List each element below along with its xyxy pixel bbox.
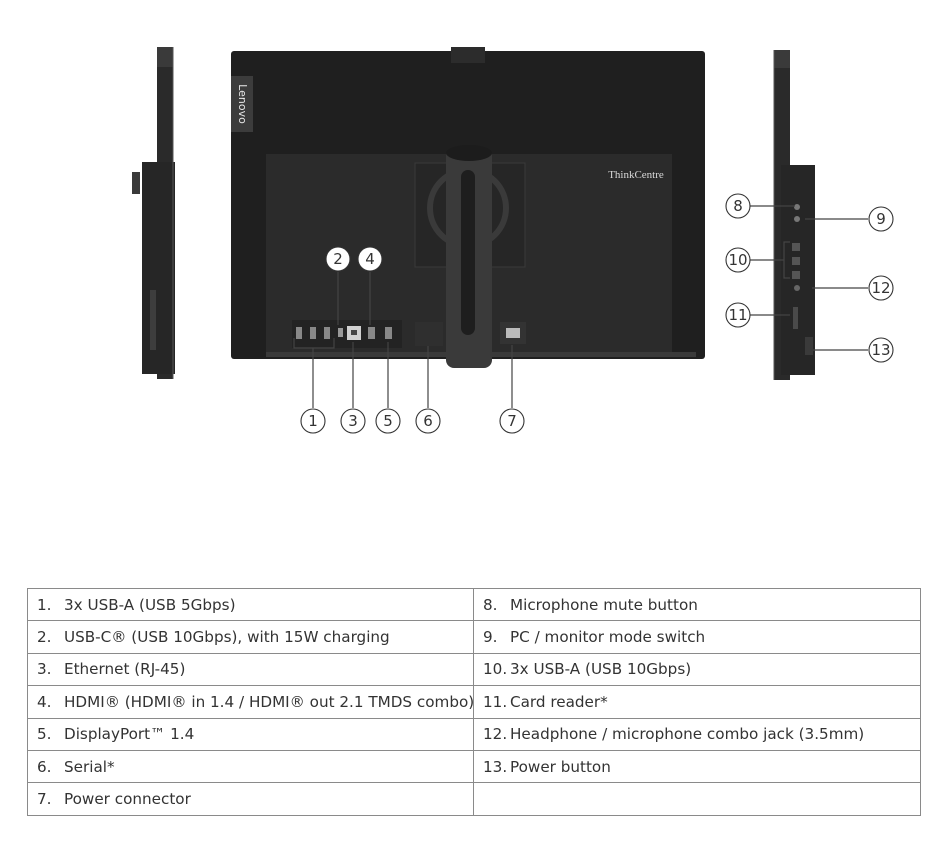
svg-text:12: 12 [871, 279, 890, 297]
svg-text:13: 13 [871, 341, 890, 359]
item-label: Headphone / microphone combo jack (3.5mm… [510, 725, 865, 744]
table-cell: 11.Card reader* [473, 685, 921, 719]
item-label: Ethernet (RJ-45) [64, 660, 186, 679]
table-row: 6. Serial* 13.Power button [27, 749, 921, 784]
svg-text:7: 7 [507, 412, 517, 430]
left-side-view [132, 47, 175, 379]
table-cell: 7. Power connector [27, 782, 474, 816]
table-row: 7. Power connector [27, 782, 921, 816]
port-legend-table: 1. 3x USB-A (USB 5Gbps) 8. Microphone mute… [27, 587, 921, 816]
callout-2: 2 [325, 246, 351, 272]
callout-10: 10 [725, 247, 751, 273]
svg-text:5: 5 [383, 412, 393, 430]
table-row: 5. DisplayPort™ 1.4 12.Headphone / microp… [27, 717, 921, 751]
item-number: 2. [37, 628, 52, 647]
lenovo-logo: Lenovo [236, 84, 249, 124]
svg-text:11: 11 [728, 306, 747, 324]
callout-6: 6 [415, 408, 441, 434]
svg-text:6: 6 [423, 412, 433, 430]
table-row: 2. USB-C® (USB 10Gbps), with 15W charging… [27, 620, 921, 654]
item-number: 9. [483, 628, 498, 647]
callout-9: 9 [868, 206, 894, 232]
callout-4: 4 [357, 246, 383, 272]
svg-text:10: 10 [728, 251, 747, 269]
table-cell: 2. USB-C® (USB 10Gbps), with 15W charging [27, 620, 474, 654]
table-row: 3. Ethernet (RJ-45) 10.3x USB-A (USB 10Gb… [27, 652, 921, 687]
callout-11: 11 [725, 302, 751, 328]
table-cell: 6. Serial* [27, 749, 474, 784]
rear-view: Lenovo ThinkCentre [231, 47, 705, 368]
table-cell: 1. 3x USB-A (USB 5Gbps) [27, 587, 474, 622]
callout-5: 5 [375, 408, 401, 434]
item-label: Serial* [64, 757, 115, 776]
table-cell: 9. PC / monitor mode switch [473, 620, 921, 654]
svg-text:3: 3 [348, 412, 358, 430]
item-label: Microphone mute button [510, 595, 698, 614]
item-label: USB-C® (USB 10Gbps), with 15W charging [64, 628, 390, 647]
item-label: 3x USB-A (USB 5Gbps) [64, 595, 236, 614]
table-row: 1. 3x USB-A (USB 5Gbps) 8. Microphone mute… [27, 587, 921, 622]
item-label: 3x USB-A (USB 10Gbps) [510, 660, 692, 679]
item-label: Card reader* [510, 692, 608, 711]
callout-13: 13 [868, 337, 894, 363]
right-side-view [773, 50, 815, 380]
item-number: 3. [37, 660, 52, 679]
callout-7: 7 [499, 408, 525, 434]
table-cell: 12.Headphone / microphone combo jack (3.… [473, 717, 921, 751]
table-row: 4. HDMI® (HDMI® in 1.4 / HDMI® out 2.1 TM… [27, 685, 921, 719]
table-cell: 3. Ethernet (RJ-45) [27, 652, 474, 687]
table-cell-empty [473, 782, 921, 816]
item-number: 4. [37, 692, 52, 711]
item-number: 1. [37, 595, 52, 614]
table-cell: 10.3x USB-A (USB 10Gbps) [473, 652, 921, 687]
product-port-diagram: Lenovo ThinkCentre [132, 47, 894, 434]
thinkcentre-logo: ThinkCentre [608, 169, 664, 181]
svg-text:1: 1 [308, 412, 318, 430]
table-cell: 4. HDMI® (HDMI® in 1.4 / HDMI® out 2.1 TM… [27, 685, 474, 719]
svg-text:8: 8 [733, 197, 743, 215]
svg-text:2: 2 [333, 250, 343, 268]
item-label: DisplayPort™ 1.4 [64, 725, 195, 744]
callout-3: 3 [340, 408, 366, 434]
item-label: HDMI® (HDMI® in 1.4 / HDMI® out 2.1 TMDS… [64, 692, 474, 711]
svg-text:4: 4 [365, 250, 375, 268]
item-number: 11. [483, 692, 508, 711]
item-label: PC / monitor mode switch [510, 628, 706, 647]
item-number: 6. [37, 757, 52, 776]
item-number: 5. [37, 725, 52, 744]
table-cell: 8. Microphone mute button [473, 587, 921, 622]
table-cell: 5. DisplayPort™ 1.4 [27, 717, 474, 751]
callout-8: 8 [725, 193, 751, 219]
item-label: Power button [510, 757, 611, 776]
item-number: 13. [483, 757, 508, 776]
callout-12: 12 [868, 275, 894, 301]
item-label: Power connector [64, 790, 191, 809]
svg-text:9: 9 [876, 210, 886, 228]
item-number: 7. [37, 790, 52, 809]
item-number: 10. [483, 660, 508, 679]
item-number: 12. [483, 725, 508, 744]
item-number: 8. [483, 595, 498, 614]
table-cell: 13.Power button [473, 749, 921, 784]
leader-lines [293, 205, 868, 408]
callout-1: 1 [300, 408, 326, 434]
